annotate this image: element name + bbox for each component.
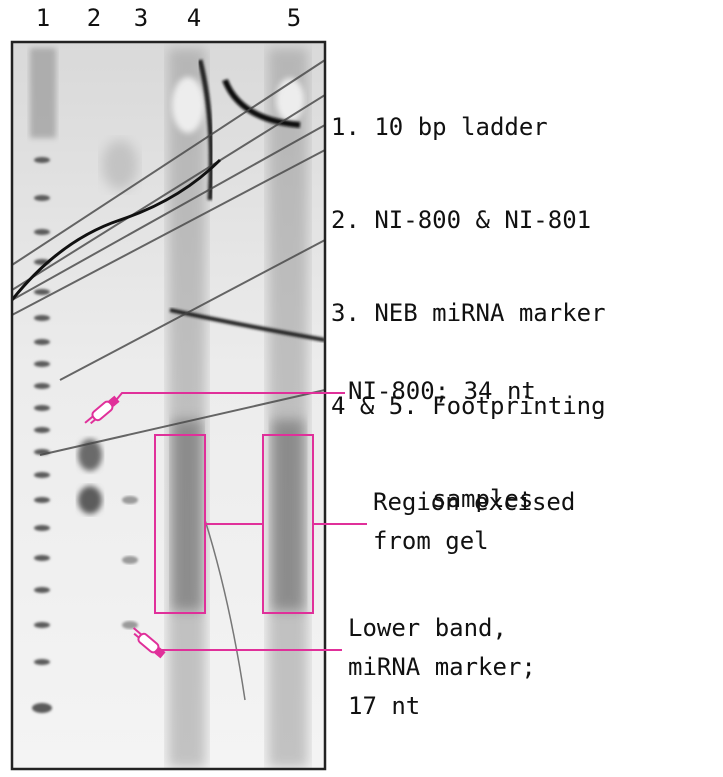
legend-item-3: 3. NEB miRNA marker	[331, 299, 606, 327]
lower-band-label-line1: Lower band,	[348, 614, 507, 642]
lane-legend: 1. 10 bp ladder 2. NI-800 & NI-801 3. NE…	[331, 50, 606, 546]
gel-border	[10, 40, 327, 771]
legend-item-4: 4 & 5. Footprinting	[331, 392, 606, 420]
gel-content	[12, 42, 325, 769]
legend-item-4-cont: samples	[331, 485, 534, 513]
pointing-hand-icon	[84, 395, 120, 425]
lane-label-4: 4	[186, 4, 202, 32]
legend-item-2: 2. NI-800 & NI-801	[331, 206, 592, 234]
region-label-line1: Region excised	[373, 488, 576, 516]
lower-band-label-line2: miRNA marker;	[348, 653, 536, 681]
legend-item-1: 1. 10 bp ladder	[331, 113, 548, 141]
annotation-lines	[111, 392, 367, 651]
ladder-bands	[32, 157, 52, 713]
lane-label-1: 1	[35, 4, 51, 32]
ni800-label: NI-800; 34 nt	[348, 377, 536, 405]
lane-label-2: 2	[86, 4, 102, 32]
region-label-line2: from gel	[373, 527, 489, 555]
gel-streaks	[12, 59, 325, 456]
lane-label-5: 5	[286, 4, 302, 32]
lower-band-label-line3: 17 nt	[348, 692, 421, 720]
pointing-hand-icon	[132, 627, 166, 659]
lane-label-3: 3	[133, 4, 149, 32]
